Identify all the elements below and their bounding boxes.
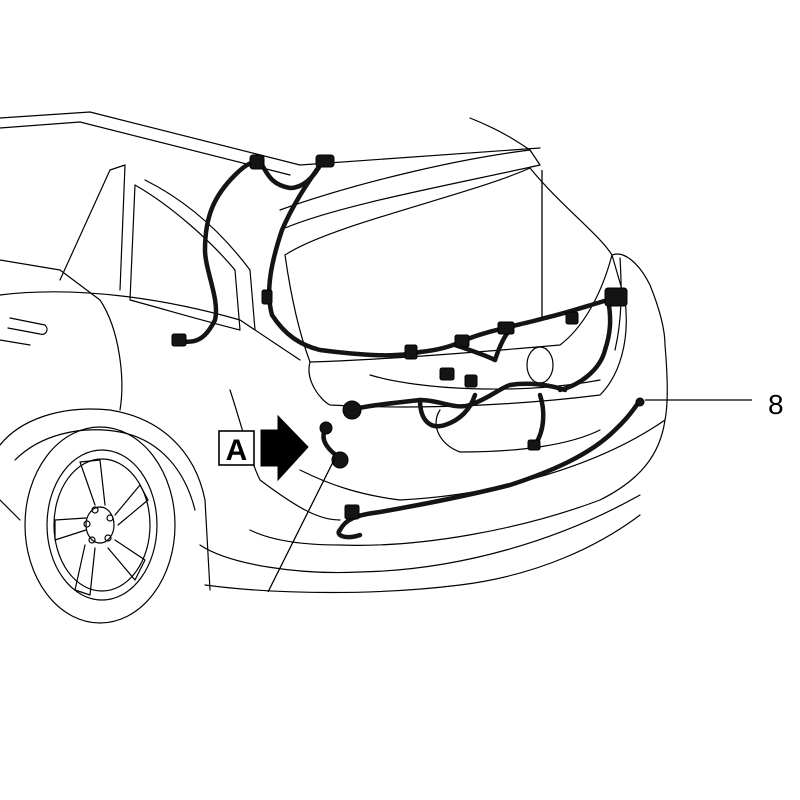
tire	[24, 426, 176, 624]
connector	[604, 287, 628, 307]
rear-side-window	[129, 184, 241, 331]
harness-left-branch	[172, 159, 325, 345]
connector	[249, 154, 265, 170]
view-a-callout: A	[218, 414, 309, 482]
connector	[171, 333, 187, 347]
wheel-arch	[0, 408, 211, 591]
connector	[527, 439, 541, 451]
spoiler	[279, 149, 541, 229]
spoke	[114, 484, 149, 526]
harness-roof-branch	[266, 159, 423, 358]
connector	[261, 289, 273, 305]
spoke	[107, 539, 146, 581]
hub	[85, 506, 115, 544]
quarter-panel	[0, 291, 301, 361]
bumper-body	[249, 344, 668, 546]
rear-emblem	[526, 346, 554, 384]
rim	[46, 449, 158, 601]
harness-center-drop	[532, 392, 546, 448]
rear-quarter	[229, 389, 341, 521]
connector	[344, 504, 360, 520]
connector	[497, 321, 515, 335]
roof-rail	[0, 121, 291, 176]
door-bottom	[0, 339, 31, 346]
harness-bumper	[337, 397, 643, 533]
connector	[565, 311, 579, 325]
bumper-upper	[299, 419, 666, 501]
plate-recess	[435, 409, 601, 453]
harness-lower-loop	[417, 392, 478, 429]
lug-nut	[83, 520, 91, 528]
view-a-box	[218, 430, 255, 466]
spoke	[74, 544, 96, 596]
bumper-lower	[199, 494, 641, 574]
part-number-8: 8	[768, 389, 784, 420]
side-window	[59, 164, 126, 291]
wheel-arch-inner	[14, 429, 196, 511]
connector	[315, 154, 335, 168]
harness-connectors	[171, 154, 645, 520]
bumper-bottom	[204, 514, 641, 594]
lug-nut	[104, 534, 112, 542]
rim-inner	[53, 458, 151, 592]
c-pillar	[144, 179, 256, 331]
view-a-arrow	[260, 414, 309, 482]
connector	[635, 397, 645, 407]
connector	[464, 374, 478, 388]
rear-glass	[284, 167, 613, 363]
liftgate-panel	[308, 254, 627, 408]
car-body	[0, 111, 668, 624]
tail-light	[611, 253, 666, 346]
lug-nut	[106, 514, 114, 522]
roof-line	[0, 111, 541, 166]
leader-line-bottom	[267, 457, 336, 593]
lug-nut	[88, 536, 96, 544]
connector	[331, 451, 349, 469]
spoke	[79, 459, 106, 506]
roof-rear-edge	[469, 117, 531, 151]
connector	[319, 421, 333, 435]
connector	[342, 400, 362, 420]
sill	[0, 499, 21, 521]
door-handle	[7, 317, 48, 335]
connector	[439, 367, 455, 381]
connector	[454, 334, 470, 348]
connector	[404, 344, 418, 360]
harness-right-side	[557, 297, 613, 393]
leader-lines	[267, 170, 752, 593]
harness-bumper-tail	[336, 527, 363, 540]
lug-nut	[91, 506, 99, 514]
spoke	[54, 517, 87, 541]
view-a-label: A	[226, 434, 248, 467]
door-line	[0, 259, 123, 411]
